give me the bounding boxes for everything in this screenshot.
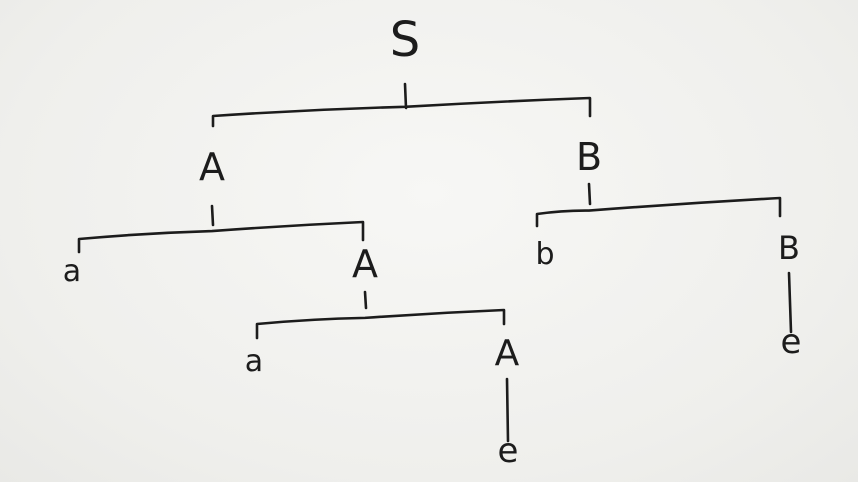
tree-edges (77, 82, 793, 443)
edge-B2-e2 (787, 271, 793, 334)
node-e2: e (781, 322, 802, 362)
edge-A2-stem (363, 290, 368, 310)
node-A3: A (495, 333, 520, 374)
node-a2: a (245, 344, 263, 379)
edge-A1-stem (210, 204, 215, 227)
edge-A2-a2-A3 (255, 308, 506, 340)
node-A1: A (199, 145, 225, 189)
node-b1: b (535, 237, 554, 272)
edge-A1-a1-A2 (77, 220, 365, 254)
node-a1: a (63, 254, 81, 289)
node-A2: A (352, 242, 378, 286)
edge-B1-stem (587, 182, 592, 206)
edge-S-A1-B1 (211, 96, 592, 128)
node-e1: e (498, 431, 519, 471)
edge-S-stem (403, 82, 408, 110)
edge-A3-e1 (505, 377, 510, 443)
edge-B1-b1-B2 (535, 196, 782, 228)
node-B2: B (778, 229, 800, 267)
node-B1: B (576, 135, 602, 179)
node-S: S (390, 12, 420, 68)
